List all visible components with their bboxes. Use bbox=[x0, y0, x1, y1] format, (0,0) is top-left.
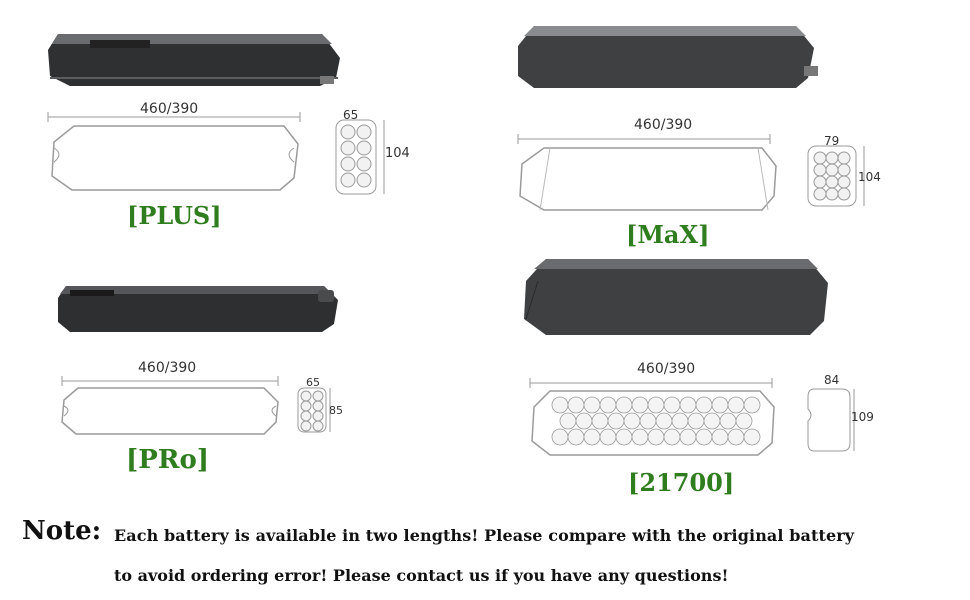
battery-pro-length-dimension bbox=[61, 376, 279, 386]
battery-plus-length: 460/390 bbox=[140, 101, 199, 117]
battery-plus-photo bbox=[48, 34, 340, 86]
battery-pro-model-label: [PRo] bbox=[126, 445, 210, 475]
battery-plus-width: 65 bbox=[343, 108, 359, 122]
battery-21700-model-label: [21700] bbox=[628, 468, 735, 497]
note-title: Note: bbox=[22, 516, 102, 546]
note-line-1: Each battery is available in two lengths… bbox=[114, 526, 855, 545]
battery-21700-photo bbox=[524, 259, 828, 335]
battery-max-length-dimension bbox=[517, 134, 771, 144]
battery-21700-outline-drawing bbox=[531, 390, 775, 456]
battery-plus-model-label: [PLUS] bbox=[127, 201, 222, 230]
battery-max-length: 460/390 bbox=[634, 117, 693, 133]
battery-max-end-view bbox=[807, 145, 865, 207]
battery-pro-width: 65 bbox=[306, 376, 320, 389]
battery-pro-end-view bbox=[297, 387, 331, 433]
battery-21700-panel: 460/390 84 109 [21700] bbox=[490, 255, 970, 505]
battery-pro-length: 460/390 bbox=[138, 360, 197, 376]
battery-max-panel: 460/390 79 104 [MaX] bbox=[490, 0, 970, 260]
battery-pro-outline-drawing bbox=[61, 387, 279, 435]
battery-21700-height: 109 bbox=[851, 410, 874, 424]
battery-max-outline-drawing bbox=[519, 147, 777, 211]
battery-max-model-label: [MaX] bbox=[626, 220, 710, 249]
battery-max-height: 104 bbox=[858, 170, 881, 184]
battery-plus-outline-drawing bbox=[51, 125, 299, 191]
battery-plus-end-view bbox=[335, 119, 385, 195]
battery-21700-length-dimension bbox=[529, 378, 773, 388]
battery-pro-height: 85 bbox=[329, 404, 343, 417]
battery-21700-end-view bbox=[807, 388, 855, 452]
battery-21700-width: 84 bbox=[824, 373, 840, 387]
battery-plus-length-dimension bbox=[47, 112, 301, 122]
battery-plus-height: 104 bbox=[385, 146, 410, 161]
note-line-2: to avoid ordering error! Please contact … bbox=[114, 566, 729, 585]
battery-pro-photo bbox=[58, 286, 338, 332]
battery-plus-panel: 460/390 65 104 [PLUS] bbox=[0, 0, 450, 250]
battery-pro-panel: 460/390 65 85 [PRo] bbox=[0, 270, 450, 490]
battery-max-width: 79 bbox=[824, 134, 840, 148]
battery-21700-length: 460/390 bbox=[637, 361, 696, 377]
battery-max-photo bbox=[518, 26, 818, 88]
